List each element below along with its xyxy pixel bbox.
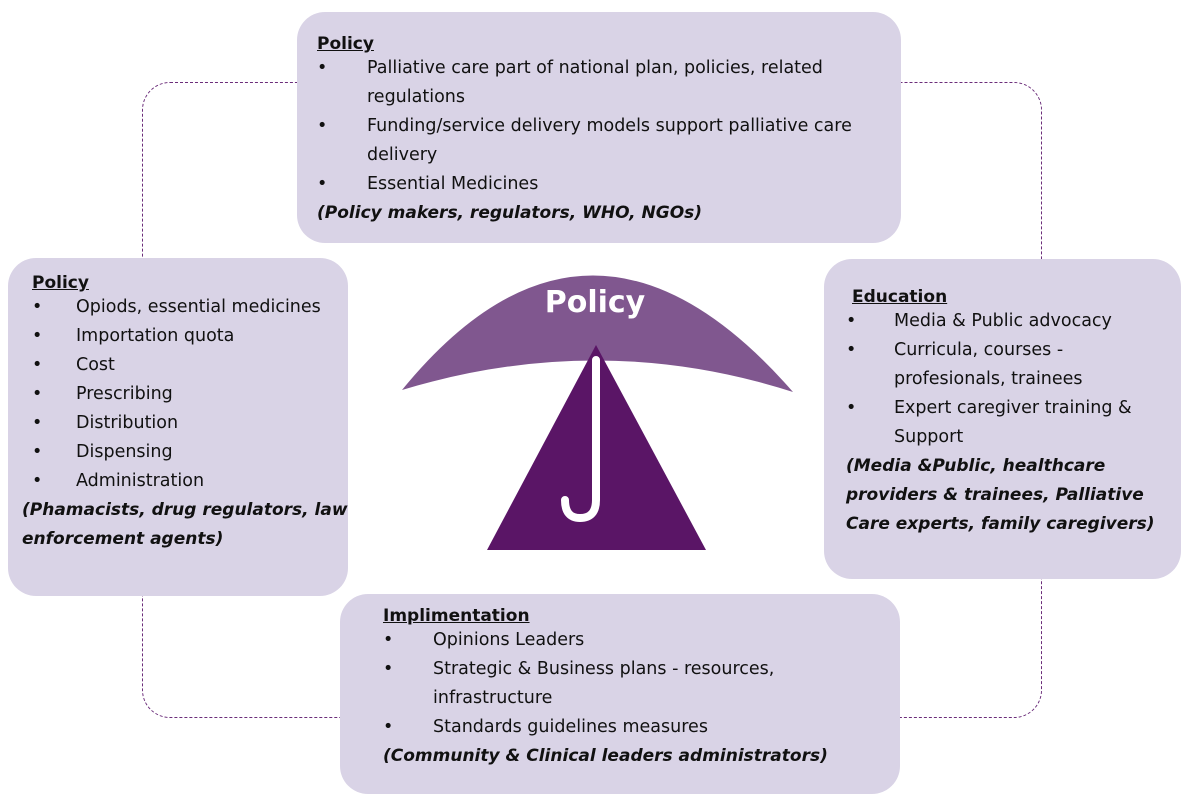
policy-top-list: •Palliative care part of national plan, … — [317, 54, 901, 199]
education-title: Education — [852, 287, 948, 307]
bullet-icon: • — [846, 311, 857, 331]
list-item: •Opiods, essential medicines — [32, 293, 348, 322]
bullet-icon: • — [32, 471, 43, 491]
education-list: •Media & Public advocacy •Curricula, cou… — [846, 307, 1181, 452]
list-item: •Distribution — [32, 409, 348, 438]
list-item: •Cost — [32, 351, 348, 380]
list-item: •Palliative care part of national plan, … — [317, 54, 877, 112]
list-item: •Funding/service delivery models support… — [317, 112, 877, 170]
bullet-icon: • — [32, 413, 43, 433]
bullet-icon: • — [32, 442, 43, 462]
policy-left-title: Policy — [32, 273, 89, 293]
policy-left-box: Policy •Opiods, essential medicines •Imp… — [8, 258, 348, 596]
bullet-icon: • — [383, 659, 394, 679]
bullet-icon: • — [383, 717, 394, 737]
list-item: •Essential Medicines — [317, 170, 877, 199]
umbrella-handle — [561, 356, 600, 523]
education-box: Education •Media & Public advocacy •Curr… — [824, 259, 1181, 579]
policy-top-stakeholders: (Policy makers, regulators, WHO, NGOs) — [317, 203, 703, 223]
implementation-list: •Opinions Leaders •Strategic & Business … — [383, 626, 900, 742]
list-item: •Media & Public advocacy — [846, 307, 1169, 336]
list-item: •Strategic & Business plans - resources,… — [383, 655, 833, 713]
bullet-icon: • — [32, 326, 43, 346]
bullet-icon: • — [32, 384, 43, 404]
implementation-box: Implimentation •Opinions Leaders •Strate… — [340, 594, 900, 794]
implementation-title: Implimentation — [383, 606, 530, 626]
bullet-icon: • — [317, 174, 328, 194]
list-item: •Administration — [32, 467, 348, 496]
list-item: •Curricula, courses - profesionals, trai… — [846, 336, 1169, 394]
bullet-icon: • — [846, 340, 857, 360]
umbrella-label: Policy — [544, 285, 646, 320]
list-item: •Importation quota — [32, 322, 348, 351]
bullet-icon: • — [32, 297, 43, 317]
umbrella-canopy — [402, 275, 793, 392]
bullet-icon: • — [317, 58, 328, 78]
list-item: •Opinions Leaders — [383, 626, 833, 655]
education-stakeholders: (Media &Public, healthcare providers & t… — [846, 456, 1155, 534]
list-item: •Dispensing — [32, 438, 348, 467]
list-item: •Expert caregiver training & Support — [846, 394, 1169, 452]
policy-top-box: Policy •Palliative care part of national… — [297, 12, 901, 243]
policy-top-title: Policy — [317, 34, 374, 54]
bullet-icon: • — [32, 355, 43, 375]
bullet-icon: • — [317, 116, 328, 136]
list-item: •Prescribing — [32, 380, 348, 409]
list-item: •Standards guidelines measures — [383, 713, 833, 742]
umbrella-icon — [402, 275, 793, 550]
bullet-icon: • — [383, 630, 394, 650]
policy-left-stakeholders: (Phamacists, drug regulators, law enforc… — [22, 500, 348, 549]
bullet-icon: • — [846, 398, 857, 418]
policy-left-list: •Opiods, essential medicines •Importatio… — [32, 293, 348, 496]
implementation-stakeholders: (Community & Clinical leaders administra… — [383, 746, 828, 766]
